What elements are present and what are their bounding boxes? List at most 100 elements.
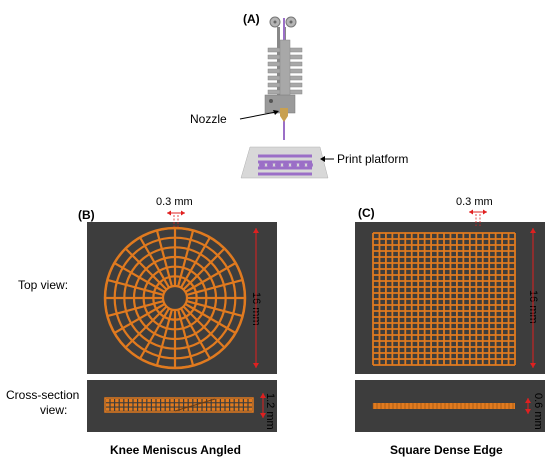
top-view-label: Top view: (18, 278, 69, 292)
outer-ring (103, 226, 247, 370)
panel-label-a: (A) (243, 12, 260, 26)
spacing-dimension-b-arrow-left (167, 210, 171, 216)
cross-section-label-line1: Cross-section (6, 388, 80, 402)
caption-c: Square Dense Edge (390, 443, 503, 457)
cross-section-b-strand (129, 403, 133, 407)
cross-section-b-strand (152, 399, 156, 403)
cross-section-b-strand (207, 403, 211, 407)
cross-section-b-strand (170, 399, 174, 403)
cross-section-b-strand (156, 407, 160, 411)
caption-b: Knee Meniscus Angled (110, 443, 241, 457)
cross-section-b-strand (106, 399, 110, 403)
cross-section-b-strand (119, 403, 124, 407)
cross-section-b-strand (106, 403, 110, 407)
cross-section-b-strand (115, 399, 119, 403)
cross-section-b-strand (147, 407, 151, 411)
cross-section-b-strand (110, 403, 114, 407)
cross-section-b-strand (225, 403, 229, 407)
cross-section-b-strand (115, 403, 119, 407)
center-hole (161, 284, 189, 312)
cross-section-b-strand (188, 399, 193, 403)
cross-section-b-strand (138, 399, 142, 403)
cross-section-b-strand (119, 399, 124, 403)
cross-section-b-strand (244, 407, 248, 411)
cross-section-b-strand (221, 407, 225, 411)
cross-section-b-strand (147, 403, 151, 407)
cross-section-b-strand (110, 407, 114, 411)
cross-section-b-strand (165, 407, 170, 411)
cross-section-b-strand (230, 407, 234, 411)
spacing-label-b: 0.3 mm (156, 196, 193, 208)
cross-section-b-strand (161, 407, 165, 411)
width-dimension-b-arrow-bottom (253, 363, 259, 368)
cross-section-b-strand (216, 407, 220, 411)
cross-section-b-strand (106, 407, 110, 411)
cross-section-b-strand (234, 407, 239, 411)
cross-section-b-strand (124, 407, 128, 411)
panel-label-c: (C) (358, 206, 375, 220)
height-dimension-b-arrow-bottom (260, 413, 266, 418)
cross-section-b-strand (248, 399, 252, 403)
cross-section-b-strand (239, 399, 243, 403)
cross-section-b-strand (188, 407, 193, 411)
cross-section-b-strand (234, 403, 239, 407)
cross-section-b-strand (188, 403, 193, 407)
cross-section-b-strand (244, 403, 248, 407)
cross-section-b-strand (198, 403, 202, 407)
cross-section-b-strand (230, 399, 234, 403)
cross-section-b-strand (165, 399, 170, 403)
height-dimension-c-arrow-bottom (525, 409, 531, 414)
cross-section-b-strand (161, 403, 165, 407)
cross-section-b-strand (216, 399, 220, 403)
cross-section-b-strand (230, 403, 234, 407)
cross-section-b-strand (193, 407, 197, 411)
feed-gear-icon (269, 16, 297, 28)
cross-section-b-strand (202, 399, 206, 403)
cross-section-b-strand (179, 399, 183, 403)
height-dimension-c-arrow-top (525, 398, 531, 403)
cross-section-b-strand (198, 407, 202, 411)
spacing-dimension-c-arrow-right (483, 209, 487, 215)
spacing-label-c: 0.3 mm (456, 196, 493, 208)
cross-section-b-strand (184, 403, 188, 407)
cross-section-b-strand (124, 403, 128, 407)
cross-section-b-strand (129, 399, 133, 403)
cross-section-b-strand (156, 403, 160, 407)
cross-section-b-strand (211, 407, 216, 411)
cross-section-b-strand (179, 403, 183, 407)
circular-grid (105, 228, 245, 368)
cross-section-b-strand (175, 403, 179, 407)
cross-section-b-strand (138, 403, 142, 407)
cross-section-b-strand (142, 407, 147, 411)
width-dimension-b-arrow-top (253, 228, 259, 233)
cross-section-b-strand (216, 403, 220, 407)
cross-section-b-strand (221, 399, 225, 403)
cross-section-b-strand (133, 407, 137, 411)
cross-section-b-strand (170, 407, 174, 411)
cross-section-b-strand (138, 407, 142, 411)
width-dimension-c-arrow-bottom (530, 363, 536, 368)
cross-section-b-strand (225, 399, 229, 403)
cross-section-b-strand (184, 407, 188, 411)
panel-label-b: (B) (78, 208, 95, 222)
cross-section-b-strand (239, 403, 243, 407)
cross-section-b-strand (202, 403, 206, 407)
cross-section-b-strand (239, 407, 243, 411)
square-grid (372, 232, 516, 366)
cross-section-b-strand (129, 407, 133, 411)
cross-section-b-strand (156, 399, 160, 403)
cross-section-b-strand (119, 407, 124, 411)
cross-section-b-strand (161, 399, 165, 403)
cross-section-b-strand (234, 399, 239, 403)
cross-section-b-strand (207, 407, 211, 411)
print-platform-label: Print platform (337, 152, 409, 166)
cross-section-b-strand (142, 399, 147, 403)
cross-section-b-strand (152, 407, 156, 411)
cross-section-b-strand (142, 403, 147, 407)
cross-section-b-strand (133, 399, 137, 403)
cross-section-b-strand (211, 399, 216, 403)
nozzle-label: Nozzle (190, 112, 227, 126)
cross-section-b-strand (175, 399, 179, 403)
spacing-dimension-b-arrow-right (181, 210, 185, 216)
